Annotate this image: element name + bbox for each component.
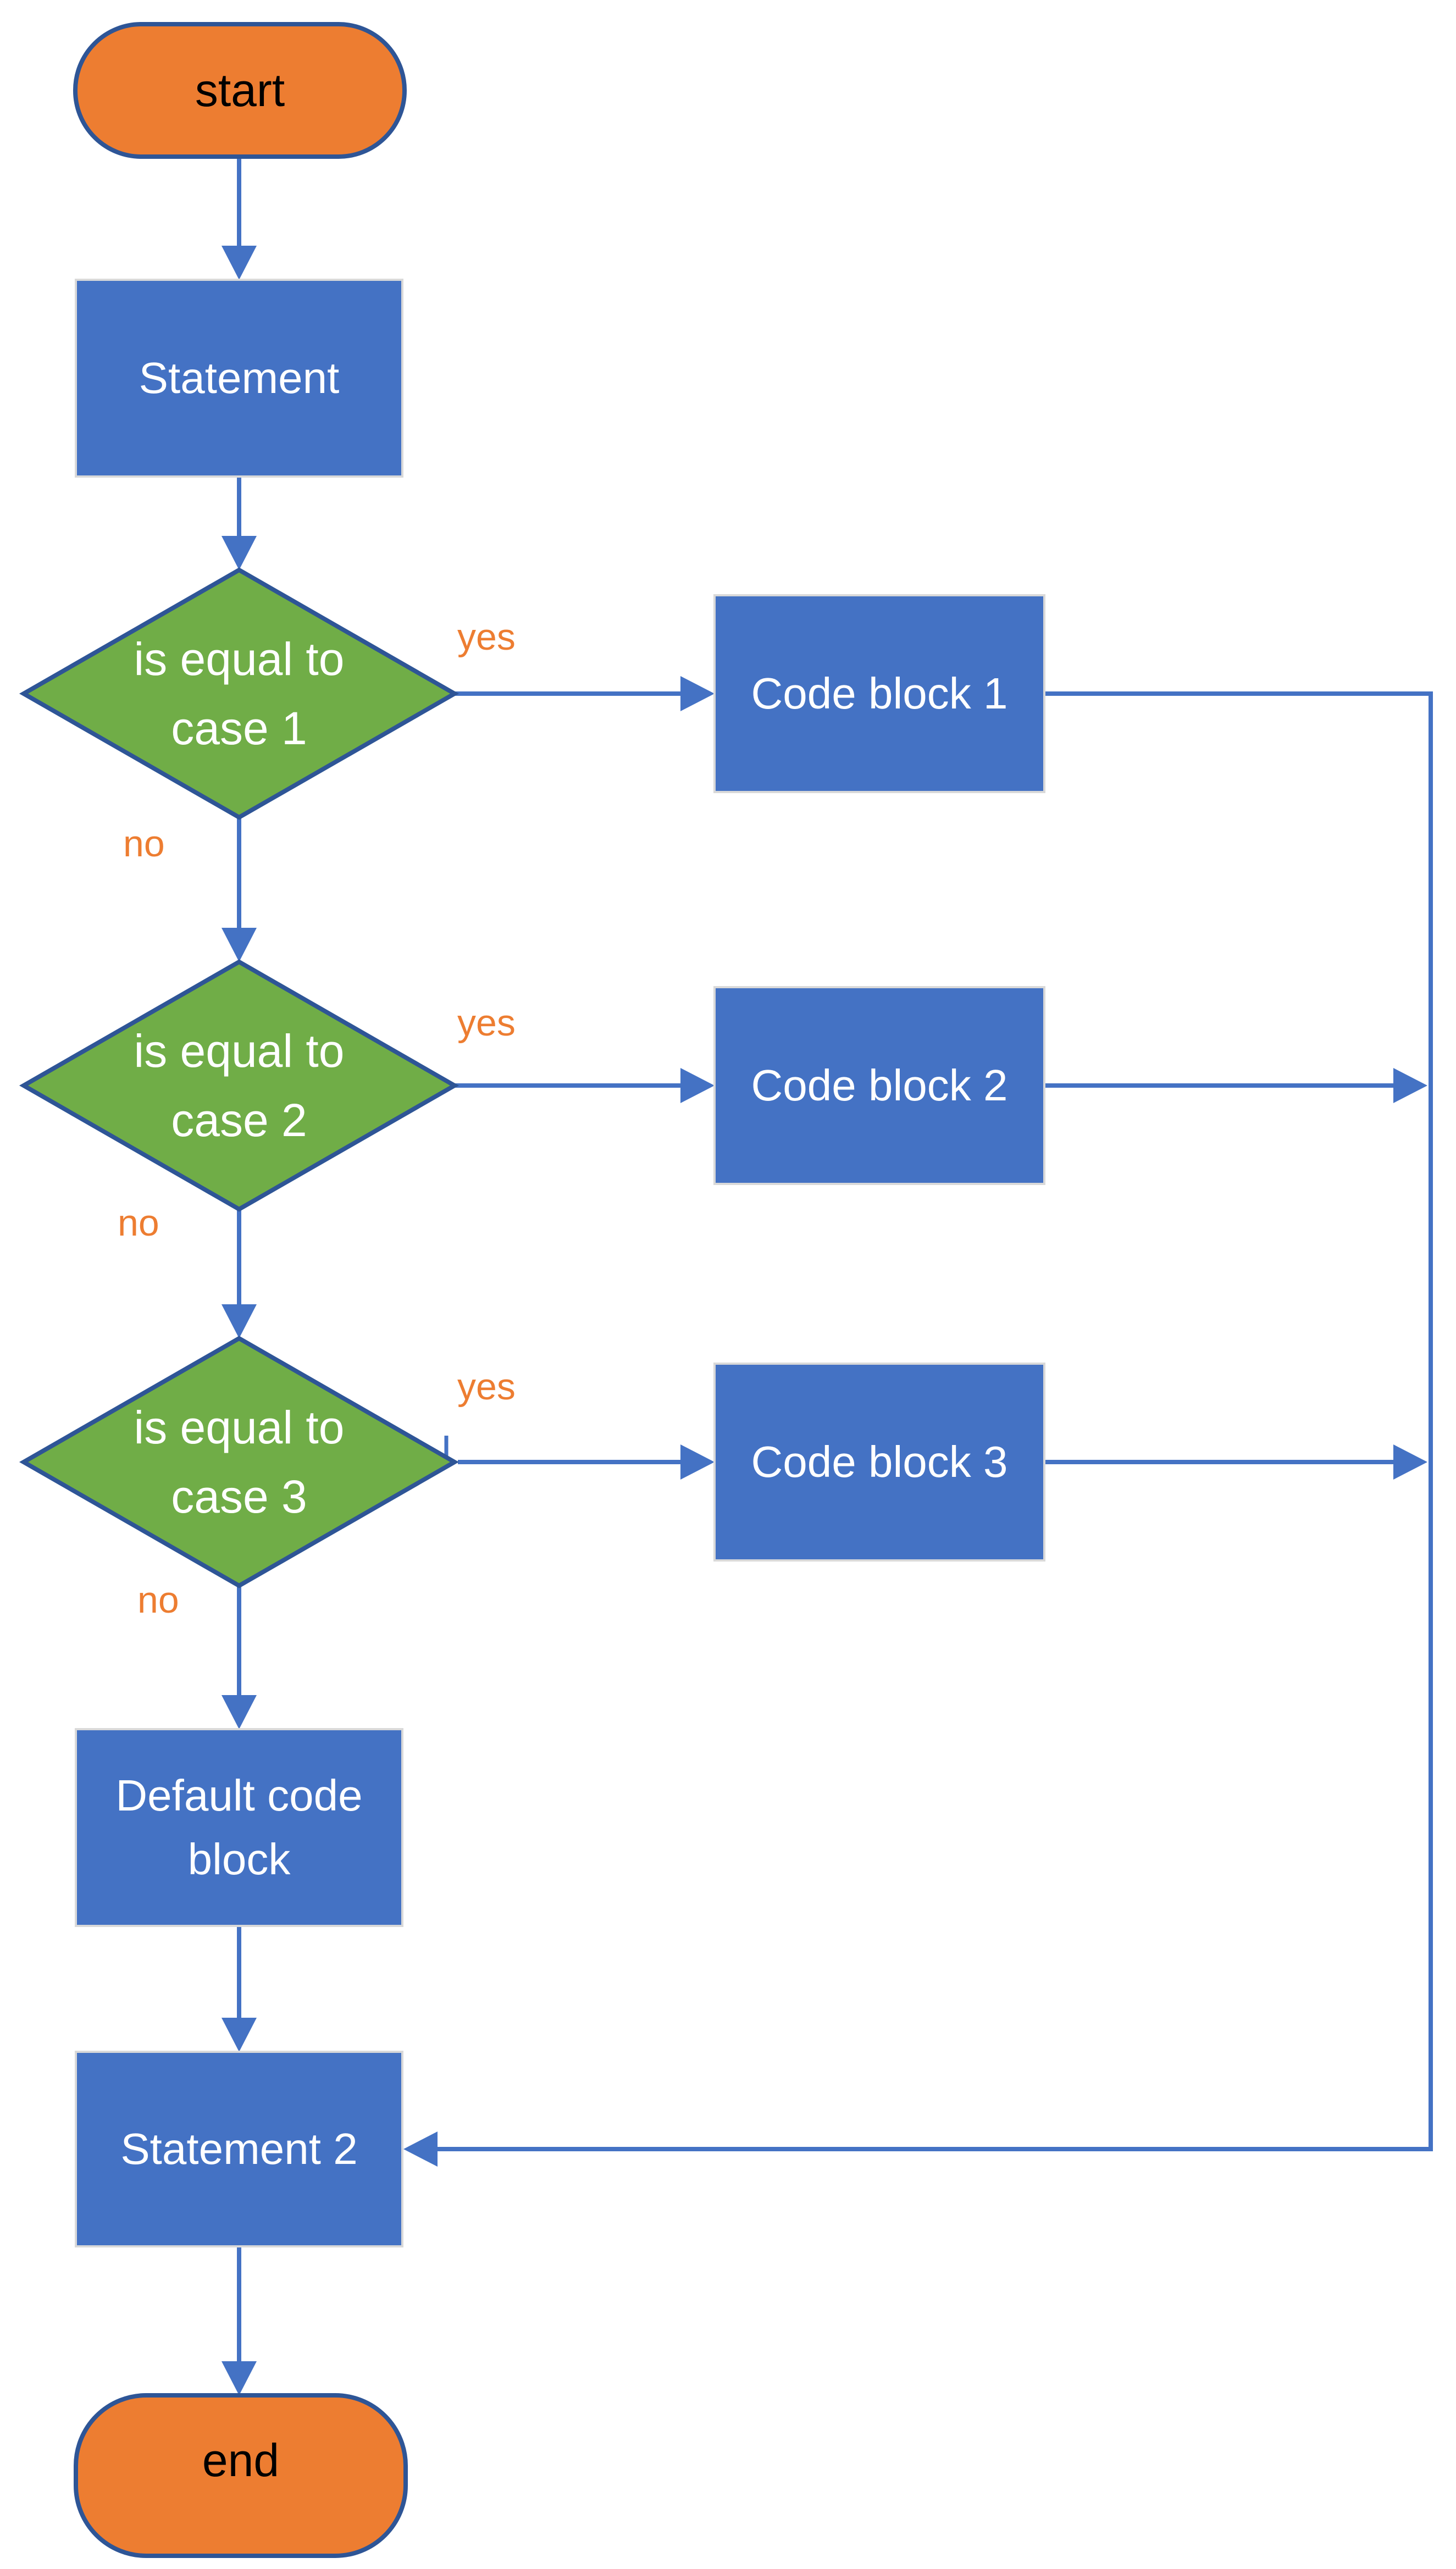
case3-decision-shape xyxy=(19,1336,460,1588)
code1-process-shape xyxy=(713,594,1045,793)
arrowhead-down-icon xyxy=(222,1304,257,1338)
statement2-process-shape xyxy=(75,2051,403,2247)
case2-decision-shape xyxy=(19,959,460,1212)
edge-code1-statement2 xyxy=(410,691,1433,2151)
connector-lines xyxy=(237,157,1433,2361)
arrowhead-right-icon xyxy=(680,676,715,711)
arrowhead-right-icon xyxy=(1393,1068,1427,1103)
arrowhead-down-icon xyxy=(222,536,257,570)
arrowhead-down-icon xyxy=(222,2361,257,2395)
code3-process-shape xyxy=(713,1363,1045,1562)
arrowhead-down-icon xyxy=(222,1695,257,1729)
statement-process-shape xyxy=(75,279,403,478)
arrowhead-left-icon xyxy=(403,2131,438,2167)
start-terminator-shape xyxy=(73,22,407,159)
code2-process-shape xyxy=(713,986,1045,1185)
end-terminator-shape xyxy=(74,2393,408,2558)
arrowhead-right-icon xyxy=(680,1068,715,1103)
arrowhead-down-icon xyxy=(222,928,257,962)
arrowhead-down-icon xyxy=(222,2018,257,2052)
arrowhead-right-icon xyxy=(680,1444,715,1480)
arrowhead-down-icon xyxy=(222,246,257,280)
default-process-shape xyxy=(75,1728,403,1927)
arrowhead-right-icon xyxy=(1393,1444,1427,1480)
case1-decision-shape xyxy=(19,567,460,820)
